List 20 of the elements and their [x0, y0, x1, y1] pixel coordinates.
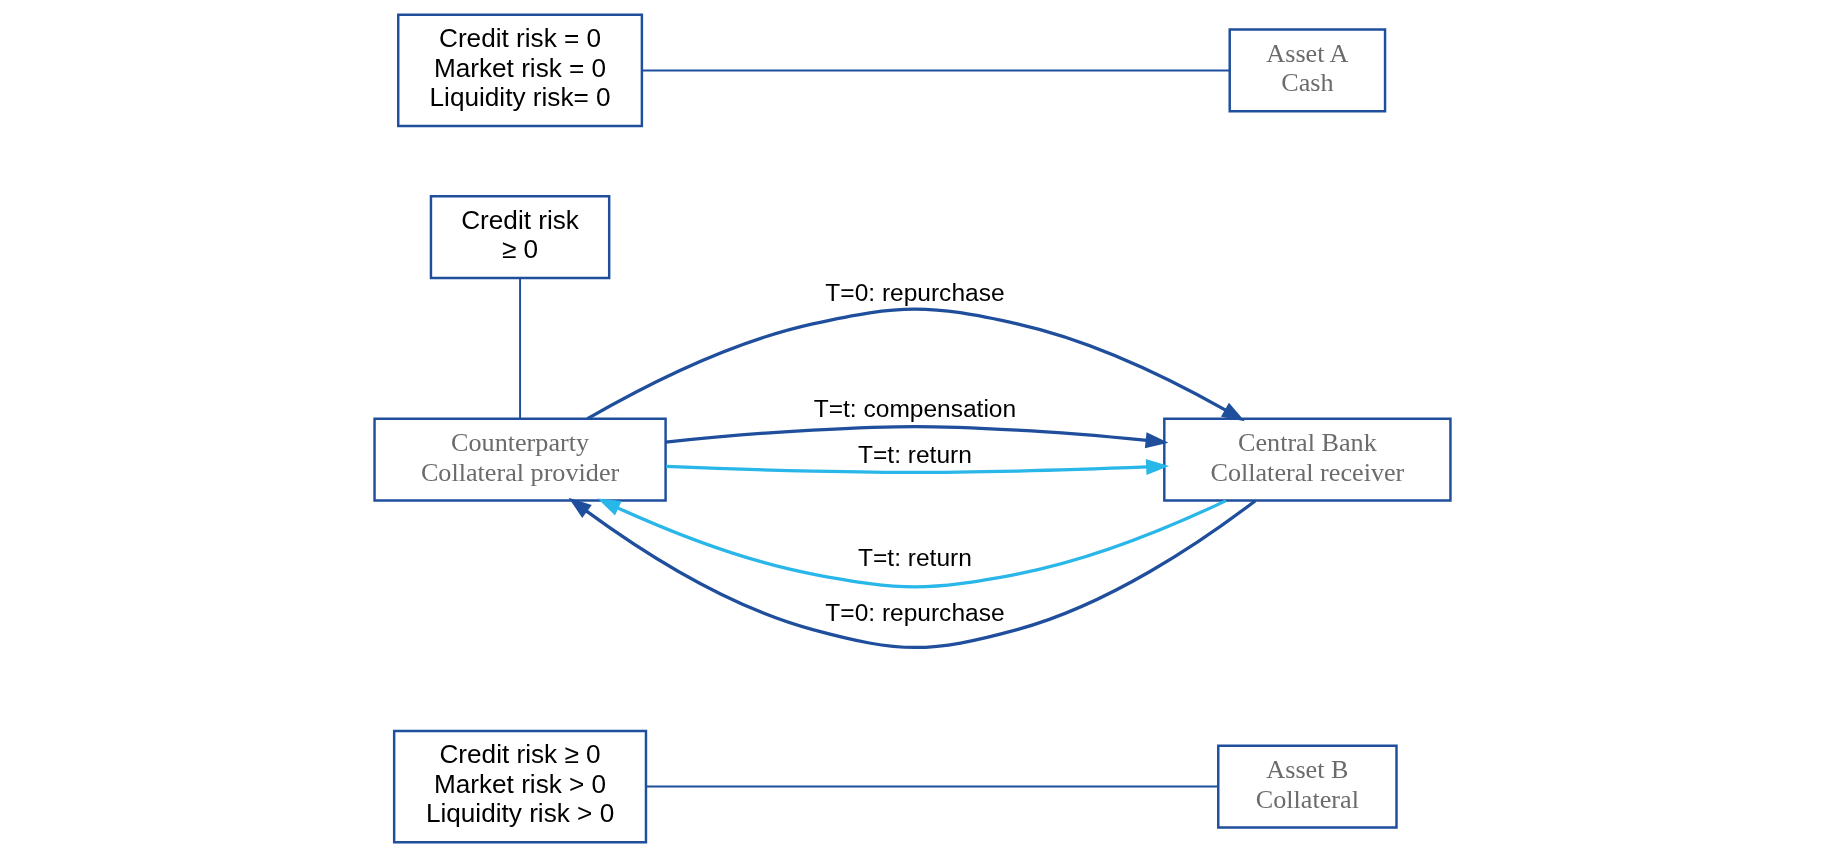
connector [519, 277, 522, 420]
edge-label: T=0: repurchase [825, 599, 1005, 627]
arrow [586, 307, 1245, 422]
node-box: Counterparty Collateral provider [373, 417, 667, 502]
node-box: Asset B Collateral [1217, 744, 1398, 829]
edge-label: T=0: repurchase [825, 278, 1005, 306]
edge-label: T=t: return [858, 440, 972, 468]
edge-label: T=t: compensation [813, 395, 1017, 423]
connector [645, 785, 1220, 788]
arrow [665, 459, 1170, 476]
arrow [568, 497, 1257, 649]
edge-label: T=t: return [858, 543, 972, 571]
node-box: Credit risk ≥ 0 Market risk > 0 Liquidity risk > 0 [392, 729, 648, 844]
node-box: Credit risk ≥ 0 [429, 195, 611, 280]
node-box: Asset A Cash [1228, 28, 1387, 113]
node-box: Credit risk = 0 Market risk = 0 Liquidity risk= 0 [397, 13, 644, 128]
connector [641, 69, 1231, 72]
arrow [665, 425, 1169, 449]
node-box: Central Bank Collateral receiver [1163, 417, 1452, 502]
arrow [597, 498, 1227, 589]
